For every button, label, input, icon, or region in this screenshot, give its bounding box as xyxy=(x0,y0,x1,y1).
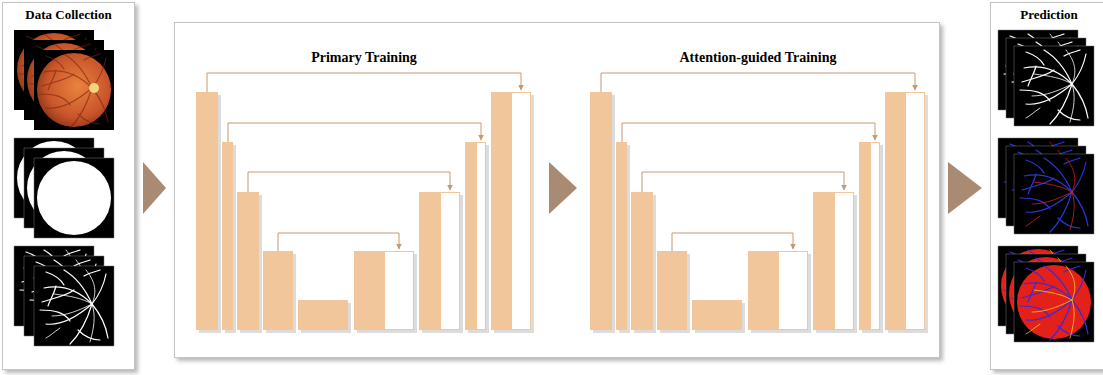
panel-heading: Data Collection xyxy=(3,7,134,23)
flow-arrow xyxy=(143,162,166,214)
training-panel: Primary Training Attention-guided Trainin… xyxy=(174,22,940,358)
stage-label: Attention-guided Training xyxy=(679,50,836,66)
panel-heading: Prediction xyxy=(991,7,1103,23)
input-panel: Data Collection xyxy=(2,2,135,370)
prediction-panel: Prediction xyxy=(990,2,1103,370)
stage-label: Primary Training xyxy=(311,50,417,66)
flow-arrow xyxy=(948,162,982,214)
